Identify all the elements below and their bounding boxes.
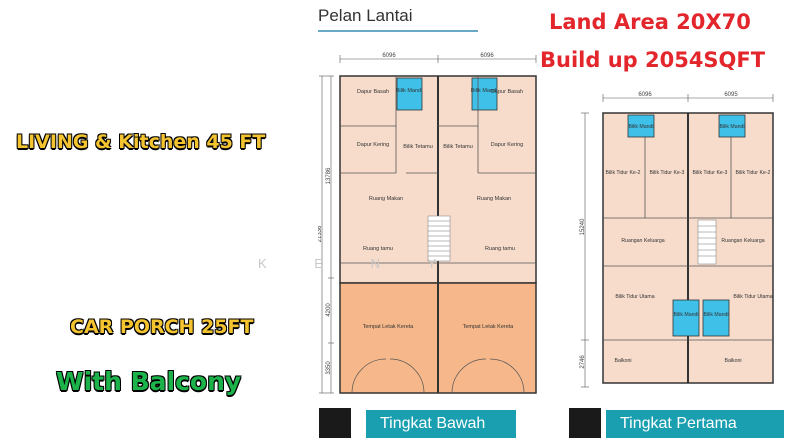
- ff-bilik-tidur-utama-left: Bilik Tidur Utama: [615, 294, 654, 300]
- ground-floor-label-marker: [319, 408, 351, 438]
- ff-bilik-tidur-ke3-right: Bilik Tidur Ke-3: [693, 170, 728, 176]
- ff-ruangan-keluarga-right: Ruangan Keluarga: [721, 238, 764, 244]
- gf-dim-middle: 4200: [326, 303, 332, 317]
- gf-width-right: 6096: [480, 53, 494, 59]
- ff-dim-upper: 15240: [580, 218, 586, 235]
- car-porch-text: CAR PORCH 25FT: [70, 316, 254, 338]
- title-underline: [318, 30, 478, 32]
- watermark-text: K E N Y: [258, 256, 459, 271]
- ground-floor-plan: 6096 6096 21336 13786 4200 3350 Dap: [318, 53, 537, 394]
- gf-bilik-tetamu-left: Bilik Tetamu: [403, 144, 433, 150]
- ff-bilik-mandi-2: Bilik Mandi: [719, 124, 744, 130]
- gf-ruang-tamu-right: Ruang tamu: [485, 246, 515, 252]
- ff-dim-lower: 2746: [580, 355, 586, 369]
- first-floor-label: Tingkat Pertama: [606, 410, 784, 438]
- gf-ruang-tamu-left: Ruang tamu: [363, 246, 393, 252]
- plan-title: Pelan Lantai: [318, 6, 413, 25]
- gf-width-left: 6096: [382, 53, 396, 59]
- ff-width-left: 6096: [638, 92, 652, 98]
- ff-width-right: 6095: [724, 92, 738, 98]
- ff-bilik-tidur-ke2-left: Bilik Tidur Ke-2: [606, 170, 641, 176]
- gf-dim-upper: 13786: [326, 167, 332, 184]
- gf-porch-left: Tempat Letak Kereta: [363, 324, 415, 330]
- gf-dapur-kering-right: Dapur Kering: [491, 142, 523, 148]
- gf-dim-total: 21336: [318, 225, 323, 242]
- gf-dapur-kering-left: Dapur Kering: [357, 142, 389, 148]
- build-up-text: Build up 2054SQFT: [540, 48, 766, 72]
- balcony-text: With Balcony: [56, 367, 242, 396]
- ff-balkoni-left: Balkoni: [614, 358, 631, 364]
- gf-dim-lower: 3350: [326, 361, 332, 375]
- gf-dapur-basah-left: Dapur Basah: [357, 89, 389, 95]
- first-floor-plan: 6096 6095 15240 2746 Bilik Mandi Bilik M…: [580, 92, 774, 388]
- ff-bilik-tidur-ke2-right: Bilik Tidur Ke-2: [736, 170, 771, 176]
- ff-ruangan-keluarga-left: Ruangan Keluarga: [621, 238, 664, 244]
- ff-bilik-mandi-1: Bilik Mandi: [628, 124, 653, 130]
- land-area-text: Land Area 20X70: [549, 10, 751, 34]
- ff-bilik-tidur-utama-right: Bilik Tidur Utama: [733, 294, 772, 300]
- gf-porch-right: Tempat Letak Kereta: [463, 324, 515, 330]
- gf-ruang-makan-left: Ruang Makan: [369, 196, 403, 202]
- ff-balkoni-right: Balkoni: [724, 358, 741, 364]
- ground-floor-label: Tingkat Bawah: [366, 410, 516, 438]
- gf-ruang-makan-right: Ruang Makan: [477, 196, 511, 202]
- ff-bilik-tidur-ke3-left: Bilik Tidur Ke-3: [650, 170, 685, 176]
- first-floor-label-marker: [569, 408, 601, 438]
- gf-bilik-tetamu-right: Bilik Tetamu: [443, 144, 473, 150]
- living-kitchen-text: LIVING & Kitchen 45 FT: [16, 131, 266, 153]
- gf-bilik-mandi-left: Bilik Mandi: [396, 88, 423, 94]
- ff-bilik-mandi-4: Bilik Mandi: [703, 312, 728, 318]
- gf-bilik-mandi-right: Bilik Mandi: [471, 88, 498, 94]
- gf-dapur-basah-right: Dapur Basah: [491, 89, 523, 95]
- ff-bilik-mandi-3: Bilik Mandi: [673, 312, 698, 318]
